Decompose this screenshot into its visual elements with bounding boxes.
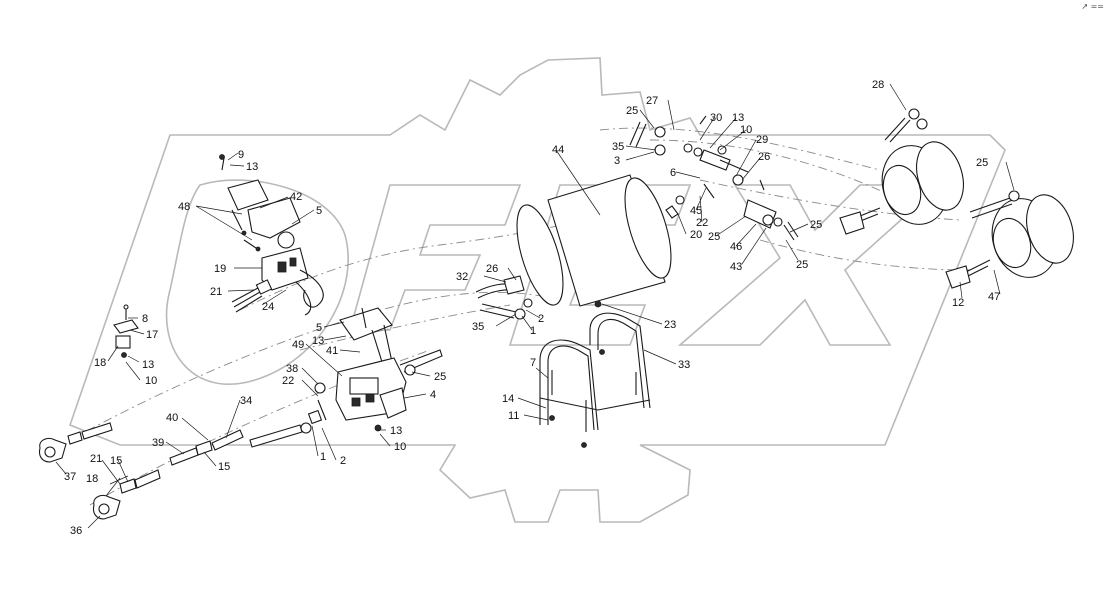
callout-23: 23 — [664, 319, 676, 331]
callout-40: 40 — [166, 412, 178, 424]
callout-5: 5 — [316, 205, 322, 217]
callout-2: 2 — [340, 455, 346, 467]
callout-18: 18 — [94, 357, 106, 369]
leader-lines — [55, 83, 1015, 529]
callout-41: 41 — [326, 345, 338, 357]
tank-straps — [539, 312, 651, 448]
callout-32: 32 — [456, 271, 468, 283]
callout-24: 24 — [262, 301, 274, 313]
callout-12: 12 — [952, 297, 964, 309]
callout-4: 4 — [430, 389, 436, 401]
gladhand-couplings — [38, 437, 121, 520]
callout-9: 9 — [238, 149, 244, 161]
callout-34: 34 — [240, 395, 252, 407]
callout-49: 49 — [292, 339, 304, 351]
callout-36: 36 — [70, 525, 82, 537]
callout-26: 26 — [486, 263, 498, 275]
callout-15: 15 — [110, 455, 122, 467]
callout-13: 13 — [390, 425, 402, 437]
callout-21: 21 — [210, 286, 222, 298]
callout-22: 22 — [696, 217, 708, 229]
callout-42: 42 — [290, 191, 302, 203]
callout-48: 48 — [178, 201, 190, 213]
callout-28: 28 — [872, 79, 884, 91]
callout-35: 35 — [472, 321, 484, 333]
callout-37: 37 — [64, 471, 76, 483]
callout-labels: 9 13 42 48 5 19 21 24 8 17 18 13 10 5 13… — [64, 79, 1000, 537]
callout-18: 18 — [86, 473, 98, 485]
hose-lines-lower — [67, 422, 312, 494]
callout-22: 22 — [282, 375, 294, 387]
callout-25: 25 — [708, 231, 720, 243]
callout-5: 5 — [316, 322, 322, 334]
callout-6: 6 — [670, 167, 676, 179]
brake-chambers — [839, 108, 1074, 289]
callout-1: 1 — [320, 451, 326, 463]
callout-35: 35 — [612, 141, 624, 153]
callout-13: 13 — [732, 112, 744, 124]
callout-38: 38 — [286, 363, 298, 375]
callout-2: 2 — [538, 313, 544, 325]
callout-25: 25 — [796, 259, 808, 271]
callout-43: 43 — [730, 261, 742, 273]
callout-26: 26 — [758, 151, 770, 163]
callout-27: 27 — [646, 95, 658, 107]
callout-19: 19 — [214, 263, 226, 275]
callout-15: 15 — [218, 461, 230, 473]
callout-11: 11 — [508, 410, 519, 422]
callout-47: 47 — [988, 291, 1000, 303]
callout-13: 13 — [246, 161, 258, 173]
callout-44: 44 — [552, 144, 564, 156]
callout-1: 1 — [530, 325, 536, 337]
hose-parts-tank — [475, 275, 526, 320]
fittings-cluster — [629, 115, 799, 241]
callout-45: 45 — [690, 205, 702, 217]
callout-8: 8 — [142, 313, 148, 325]
mount-bracket-left — [113, 304, 139, 358]
callout-13: 13 — [312, 335, 324, 347]
callout-25: 25 — [810, 219, 822, 231]
corner-mark: ↗ == — [1081, 2, 1104, 11]
callout-21: 21 — [90, 453, 102, 465]
callout-39: 39 — [152, 437, 164, 449]
callout-20: 20 — [690, 229, 702, 241]
callout-46: 46 — [730, 241, 742, 253]
callout-10: 10 — [394, 441, 406, 453]
callout-30: 30 — [710, 112, 722, 124]
callout-17: 17 — [146, 329, 158, 341]
callout-7: 7 — [530, 357, 536, 369]
callout-10: 10 — [145, 375, 157, 387]
valve-block-main — [307, 307, 443, 432]
callout-10: 10 — [740, 124, 752, 136]
callout-13: 13 — [142, 359, 154, 371]
air-tank — [516, 174, 672, 308]
callout-14: 14 — [502, 393, 514, 405]
callout-25: 25 — [976, 157, 988, 169]
callout-25: 25 — [434, 371, 446, 383]
callout-25: 25 — [626, 105, 638, 117]
valve-assembly-upper — [219, 154, 324, 316]
callout-29: 29 — [756, 134, 768, 146]
callout-33: 33 — [678, 359, 690, 371]
callout-3: 3 — [614, 155, 620, 167]
